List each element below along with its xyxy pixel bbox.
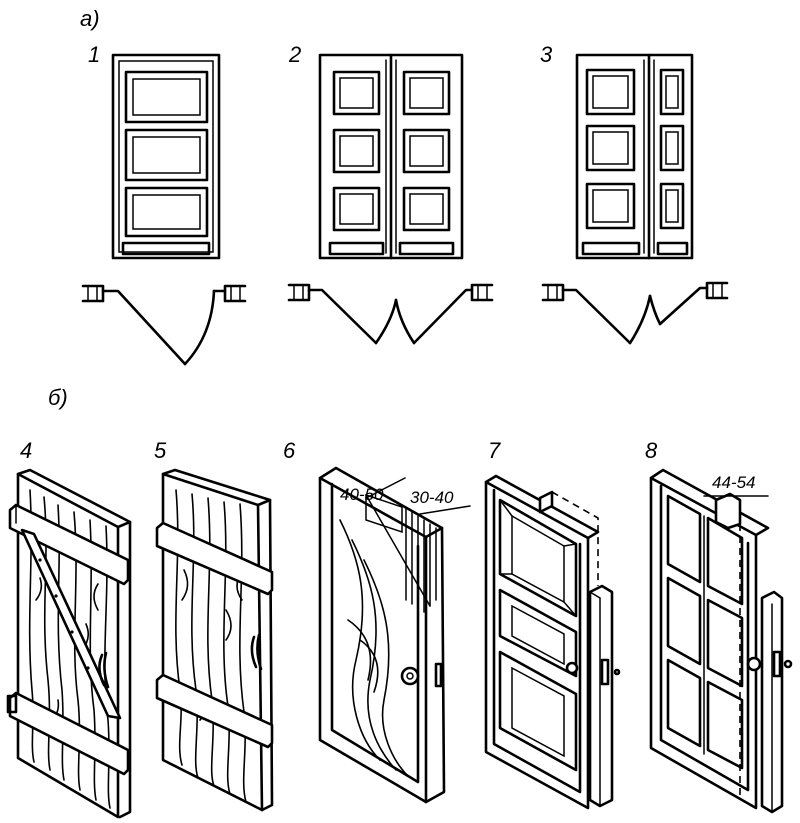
figure-number-3: 3 [540, 42, 553, 67]
door-7-panel-bottom [498, 650, 578, 772]
door-1-elevation [111, 53, 221, 260]
door-8-glazing-bars [666, 494, 744, 770]
figure-number-1: 1 [88, 42, 100, 67]
door-5-bottom-ledge [155, 673, 274, 749]
door-5-top-ledge [155, 521, 274, 596]
door-7-spindle [613, 668, 621, 676]
door-1-swing-plan [81, 284, 247, 366]
door-7-panel-door [484, 474, 621, 810]
section-label-a: а) [80, 6, 100, 31]
door-7-knob [565, 661, 579, 675]
figure-number-5: 5 [154, 438, 167, 463]
door-7-frame-section-cut [538, 490, 599, 586]
door-1-panel-top [124, 70, 209, 124]
door-8-frame-section-cut [714, 492, 742, 800]
door-6-cut-core [365, 493, 437, 613]
door-2-swing-plan [287, 283, 494, 345]
door-8-glazed-door: 44-54 [649, 468, 793, 814]
door-6-flush-door: 40-50 30-40 [318, 466, 471, 804]
door-3-elevation [575, 53, 694, 260]
door-6-dimension-a: 40-50 [340, 485, 384, 504]
door-8-knob [746, 656, 762, 672]
door-6-latch [434, 662, 443, 688]
door-7-panel-top [498, 498, 578, 618]
door-3-narrow-leaf-panels [656, 68, 689, 256]
door-3-swing-plan [541, 281, 729, 345]
figure-number-8: 8 [645, 438, 658, 463]
section-label-b: б) [48, 385, 68, 410]
door-2-left-leaf-panels [328, 70, 385, 256]
door-5-handle [250, 633, 263, 671]
door-7-latch [600, 658, 610, 686]
door-8-spindle [783, 659, 793, 669]
door-2-elevation [318, 53, 464, 260]
figure-number-2: 2 [288, 42, 301, 67]
figure-number-7: 7 [488, 438, 501, 463]
figure-number-4: 4 [20, 438, 32, 463]
door-4-handle [98, 651, 110, 689]
door-6-grain [339, 519, 409, 777]
door-6-dim-leader-b [419, 505, 471, 515]
door-1-panel-bottom [124, 186, 209, 238]
door-8-latch [772, 650, 782, 678]
door-7-panel-middle [498, 588, 578, 678]
door-1-panel-middle [124, 128, 209, 182]
door-1-base-rail [121, 241, 211, 256]
figure-number-6: 6 [283, 438, 296, 463]
door-4-diagonal-brace [20, 528, 122, 720]
door-4-board-door [6, 468, 132, 819]
door-3-wide-leaf-panels [581, 68, 641, 256]
door-5-board-door [155, 468, 274, 812]
door-6-dim-leader-a [365, 477, 406, 499]
door-4-hinge [6, 694, 18, 714]
door-2-right-leaf-panels [398, 70, 455, 256]
door-6-dimension-b: 30-40 [410, 488, 454, 507]
door-6-knob [400, 666, 420, 686]
door-8-stile [760, 590, 784, 814]
door-8-dimension: 44-54 [712, 473, 755, 492]
door-4-bottom-ledge [8, 691, 130, 776]
door-7-stile [588, 584, 614, 808]
